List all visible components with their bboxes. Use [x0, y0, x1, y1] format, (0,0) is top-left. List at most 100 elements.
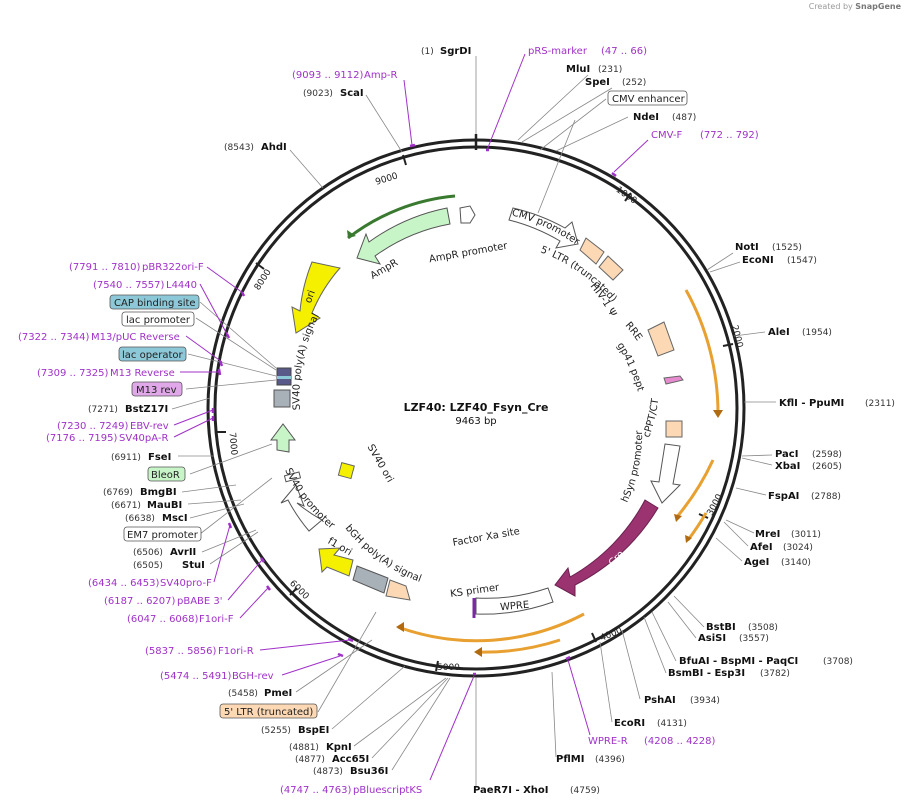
primer-line-bghrev — [281, 655, 341, 676]
enzyme-pos-kpni: (4881) — [289, 743, 319, 753]
enzyme-bstz17i[interactable]: BstZ17I — [125, 404, 168, 415]
primer-cmv-f[interactable]: CMV-F — [651, 130, 682, 141]
enzyme-mlui[interactable]: MluI — [566, 64, 590, 75]
sv40-promoter-arrow[interactable] — [280, 484, 323, 532]
enzyme-fspai[interactable]: FspAI — [768, 491, 799, 502]
primer-line-pbr322 — [206, 266, 244, 294]
primer-range-ebv: (7230 .. 7249) — [57, 421, 129, 432]
rre-box[interactable] — [647, 321, 675, 357]
box-em7-promoter[interactable] — [123, 526, 202, 542]
connector-mrei — [725, 519, 755, 534]
sv40-ori-box[interactable] — [337, 462, 355, 480]
primer-pbabe-3[interactable]: pBABE 3' — [177, 596, 223, 607]
enzyme-kpni[interactable]: KpnI — [326, 742, 352, 753]
enzyme-bsu36i[interactable]: Bsu36I — [350, 766, 388, 777]
enzyme-bstbi[interactable]: BstBI — [706, 622, 736, 633]
connector-bspei — [331, 665, 406, 730]
feature-sv40-ori-label: SV40 ori — [365, 443, 396, 485]
connector-msci — [189, 503, 245, 519]
enzyme-sgrdi[interactable]: SgrDI — [440, 46, 471, 57]
primer-prs-marker[interactable]: pRS-marker — [528, 46, 588, 57]
ltr-5prime-box[interactable] — [579, 237, 605, 265]
primer-sv40pa-r[interactable]: SV40pA-R — [119, 433, 168, 444]
primer-l4440[interactable]: L4440 — [166, 280, 197, 291]
enzyme-fsei[interactable]: FseI — [148, 452, 171, 463]
enzyme-econi[interactable]: EcoNI — [742, 255, 774, 266]
enzyme-asisi[interactable]: AsiSI — [698, 633, 726, 644]
enzyme-avrii[interactable]: AvrII — [170, 547, 196, 558]
primer-sv40pro-f[interactable]: SV40pro-F — [160, 578, 212, 589]
tick-4000-mark — [591, 632, 597, 643]
ampr-orf-highlight — [347, 194, 456, 240]
enzyme-bspei[interactable]: BspEI — [298, 725, 329, 736]
bgh-grey-box[interactable] — [352, 565, 389, 594]
enzyme-pos-fspai: (2788) — [811, 492, 841, 502]
enzyme-pos-stui: (6505) — [133, 561, 163, 571]
box-lac-promoter-label: lac promoter — [126, 315, 191, 326]
cmv-promoter-arrow[interactable] — [508, 207, 579, 249]
box-bleor[interactable] — [147, 466, 186, 482]
tick-5000: 5000 — [437, 663, 460, 673]
box-cap-binding-site[interactable] — [109, 294, 200, 310]
primer-f1ori-r[interactable]: F1ori-R — [218, 646, 254, 657]
enzyme-bfuai-bspmi-paqci[interactable]: BfuAI - BspMI - PaqCI — [679, 656, 798, 667]
connector-bsu36i — [391, 677, 451, 771]
enzyme-paer7i-xhoi[interactable]: PaeR7I - XhoI — [473, 785, 549, 796]
primer-pbluescriptks[interactable]: pBluescriptKS — [353, 785, 422, 796]
enzyme-stui[interactable]: StuI — [182, 560, 205, 571]
primer-pbr322ori-f[interactable]: pBR322ori-F — [142, 262, 204, 273]
bgh-polya-box[interactable] — [385, 579, 411, 601]
primer-f1ori-f[interactable]: F1ori-F — [199, 614, 234, 625]
connector-bstz17i — [171, 397, 211, 410]
enzyme-ahdi[interactable]: AhdI — [261, 142, 287, 153]
primer-wpre-r[interactable]: WPRE-R — [588, 736, 628, 747]
hsyn-promoter-arrow[interactable] — [650, 443, 682, 504]
box-5ltr-truncated[interactable] — [219, 703, 318, 719]
enzyme-noti[interactable]: NotI — [735, 242, 759, 253]
ori-arrow[interactable] — [291, 261, 341, 334]
enzyme-acc65i[interactable]: Acc65I — [332, 754, 369, 765]
ampr-arrow[interactable] — [356, 207, 451, 265]
enzyme-alei[interactable]: AleI — [768, 327, 790, 338]
enzyme-paci[interactable]: PacI — [775, 449, 798, 460]
enzyme-msci[interactable]: MscI — [162, 513, 188, 524]
primer-m13-reverse[interactable]: M13 Reverse — [110, 368, 175, 379]
enzyme-ecori[interactable]: EcoRI — [614, 718, 645, 729]
box-cmv-enhancer[interactable] — [607, 90, 688, 106]
cppt-cts-box[interactable] — [665, 420, 683, 438]
f1-ori-arrow[interactable] — [318, 547, 354, 577]
enzyme-scai[interactable]: ScaI — [340, 88, 364, 99]
enzyme-spei[interactable]: SpeI — [585, 77, 610, 88]
box-lac-promoter[interactable] — [121, 311, 195, 327]
enzyme-bmgbi[interactable]: BmgBI — [140, 487, 177, 498]
hiv-psi-box[interactable] — [598, 255, 624, 281]
connector-bstbi — [673, 595, 705, 628]
ampr-promoter-arrow[interactable] — [459, 205, 476, 224]
primer-ebv-rev[interactable]: EBV-rev — [130, 421, 169, 432]
enzyme-agei[interactable]: AgeI — [744, 557, 769, 568]
primer-amp-r[interactable]: Amp-R — [364, 70, 398, 81]
enzyme-bsmbi-esp3i[interactable]: BsmBI - Esp3I — [668, 668, 745, 679]
enzyme-pmei[interactable]: PmeI — [264, 688, 292, 699]
sv40-promoter-small-box[interactable] — [283, 471, 302, 483]
primer-m13-puc-reverse[interactable]: M13/pUC Reverse — [91, 332, 180, 343]
enzyme-ndei[interactable]: NdeI — [633, 112, 659, 123]
enzyme-xbai[interactable]: XbaI — [775, 461, 800, 472]
enzyme-maubi[interactable]: MauBI — [147, 500, 182, 511]
cre-orf-arrow[interactable] — [554, 499, 659, 597]
primer-range-bgh-rev: (5474 .. 5491) — [160, 671, 232, 682]
box-lac-operator[interactable] — [118, 346, 187, 362]
enzyme-mrei[interactable]: MreI — [755, 529, 780, 540]
box-m13-rev[interactable] — [131, 381, 183, 397]
enzyme-pshai[interactable]: PshAI — [644, 695, 676, 706]
sv40-polya-box[interactable] — [273, 389, 291, 408]
bleor-arrow[interactable] — [270, 423, 296, 453]
gp41-peptide-arrow[interactable] — [663, 375, 684, 385]
enzyme-kfli-ppumi[interactable]: KflI - PpuMI — [779, 398, 844, 409]
enzyme-pflmi[interactable]: PflMI — [556, 754, 584, 765]
wpre-box[interactable] — [475, 587, 554, 615]
orf-arc-5 — [475, 638, 561, 654]
enzyme-afei[interactable]: AfeI — [750, 542, 773, 553]
primer-bgh-rev[interactable]: BGH-rev — [232, 671, 274, 682]
